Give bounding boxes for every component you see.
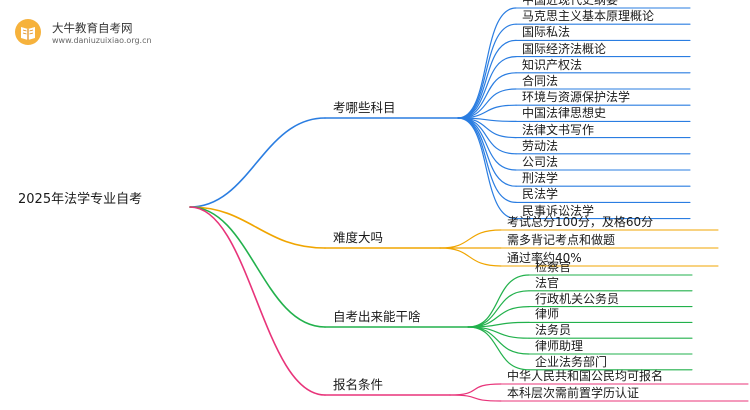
leaf-label: 马克思主义基本原理概论 [522,9,655,24]
leaf-label: 法务员 [535,323,572,338]
branch-to-leaf-link [457,39,517,119]
branch-to-leaf-link [449,394,502,402]
branch-label: 报名条件 [333,377,384,392]
leaf-label: 法律文书写作 [522,122,595,137]
branch-to-leaf-link [457,117,517,155]
root-to-branch-link [189,206,326,396]
branch-to-leaf-link [439,229,502,249]
site-logo: 大牛教育自考网 www.daniuzuixiao.org.cn [14,14,254,50]
leaf-label: 企业法务部门 [535,354,608,369]
branch-to-leaf-link [457,23,517,119]
branch-to-leaf-link [467,290,530,328]
leaf-label: 中国近现代史纲要 [522,0,619,7]
leaf-label: 劳动法 [522,138,559,153]
leaf-label: 环境与资源保护法学 [522,90,631,105]
branch-label: 难度大吗 [333,230,384,245]
branch-to-leaf-link [467,274,530,328]
book-logo-icon [15,19,41,45]
leaf-label: 律师助理 [535,339,584,353]
branch-to-leaf-link [457,56,517,119]
leaf-label: 公司法 [522,155,559,169]
branch-to-leaf-link [439,247,502,267]
branch-to-leaf-link [449,383,502,396]
logo-site-url: www.daniuzuixiao.org.cn [52,36,152,45]
branch-label: 考哪些科目 [333,100,396,115]
leaf-label: 行政机关公务员 [535,291,620,306]
branch-to-leaf-link [467,306,530,328]
branch-to-leaf-link [467,326,530,371]
leaf-label: 考试总分100分，及格60分 [507,215,654,229]
leaf-label: 民法学 [522,187,559,202]
leaf-label: 律师 [535,307,560,322]
root-to-branch-link [189,206,326,328]
leaf-label: 国际经济法概论 [522,41,607,56]
branch-to-leaf-link [457,72,517,119]
branch-to-leaf-link [457,117,517,220]
leaf-label: 国际私法 [522,25,571,40]
leaf-label: 检察官 [535,260,572,274]
branch-to-leaf-link [457,7,517,119]
leaf-label: 中华人民共和国公民均可报名 [507,369,664,383]
branch-to-leaf-link [457,117,517,203]
branch-to-leaf-link [467,321,530,328]
leaf-label: 刑法学 [522,171,559,186]
leaf-label: 民事诉讼法学 [522,203,595,218]
leaf-label: 法官 [535,275,560,290]
branch-label: 自考出来能干啥 [333,309,421,324]
leaf-label: 知识产权法 [522,57,583,72]
leaf-label: 中国法律思想史 [522,106,607,121]
root-to-branch-link [189,117,326,208]
leaf-label: 通过率约40% [507,251,582,265]
root-topic: 2025年法学专业自考 [18,192,143,207]
leaf-label: 合同法 [522,74,559,88]
logo-name: 大牛教育自考网 [52,21,133,35]
leaf-label: 本科层次需前置学历认证 [507,386,640,400]
leaf-label: 需多背记考点和做题 [507,233,616,247]
root-to-branch-link [189,206,326,249]
